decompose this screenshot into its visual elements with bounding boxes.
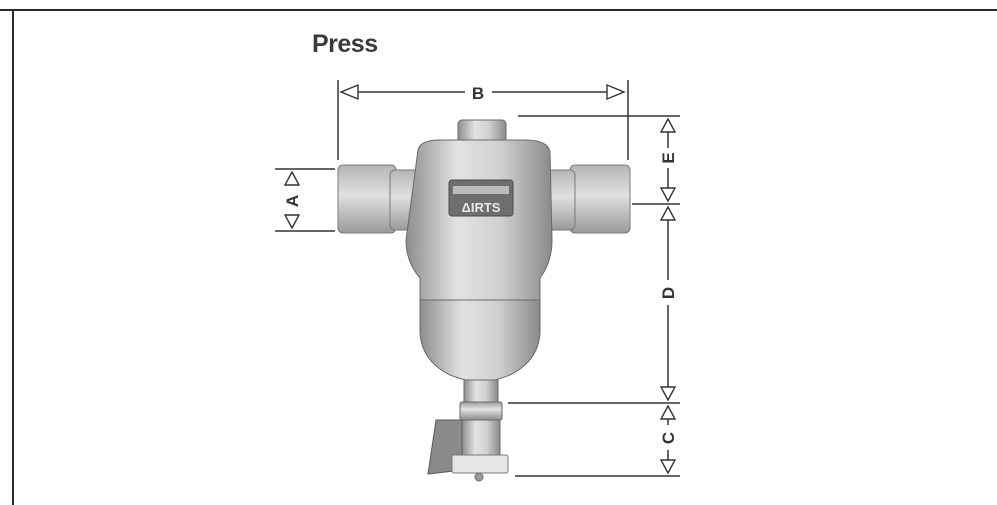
arrowheads <box>283 83 677 475</box>
frame-border <box>0 9 997 505</box>
dim-label-c: C <box>659 432 678 444</box>
left-pipe <box>337 164 397 234</box>
base-plate <box>451 454 509 474</box>
drain-valve <box>461 419 501 457</box>
valve-drawing: ΔIRTS <box>337 119 631 482</box>
right-pipe <box>569 164 631 234</box>
body-label: ΔIRTS <box>462 200 501 215</box>
drain-nut <box>459 401 503 421</box>
dim-label-b: B <box>472 84 484 103</box>
lower-bowl <box>419 299 541 383</box>
diagram-title: Press <box>312 30 378 58</box>
dimension-lines <box>275 80 680 477</box>
upper-body <box>405 139 553 301</box>
dim-label-a: A <box>283 195 302 207</box>
dim-label-d: D <box>659 287 678 299</box>
bottom-neck <box>463 379 499 405</box>
dim-label-e: E <box>659 152 678 163</box>
